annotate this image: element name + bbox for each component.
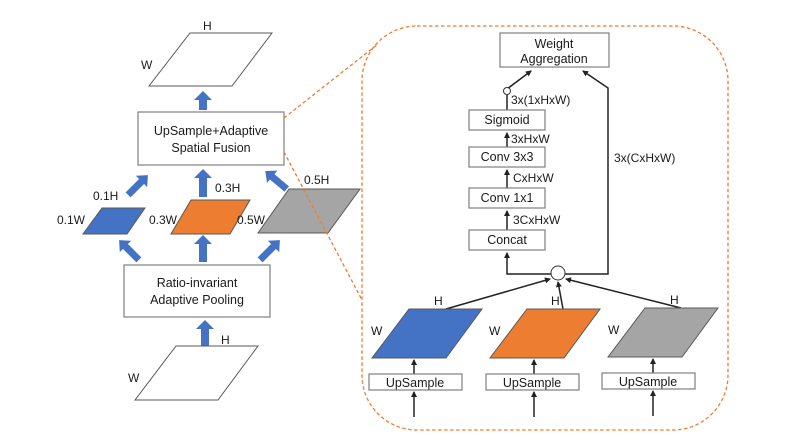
detail-panel: Weight Aggregation 3x(1xHxW) Sigmoid 3xH… (368, 32, 719, 417)
conv1x1-box (468, 187, 546, 209)
branch-feature-map-orange (488, 308, 601, 359)
skip-connection-label: 3x(CxHxW) (614, 151, 675, 165)
ratio-invariant-adaptive-pooling-box (123, 264, 271, 318)
conv1-out-label: CxHxW (513, 171, 554, 185)
weight-aggregation-box (499, 32, 610, 68)
concat-box (468, 229, 546, 251)
conv1x1-label: Conv 1x1 (481, 191, 534, 205)
conv3x3-label: Conv 3x3 (481, 150, 534, 164)
scaled-map-0.3-w-label: 0.3W (149, 213, 178, 227)
output-map-w-label: W (141, 58, 153, 72)
sigmoid-out-label: 3x(1xHxW) (511, 93, 570, 107)
output-feature-map (147, 32, 274, 87)
upsample-box-gray (601, 372, 696, 390)
scaled-map-0.5 (257, 188, 361, 234)
block-arrow-up-icon (196, 320, 214, 346)
block-arrow-up-icon (194, 169, 212, 197)
branch-gray-h-label: H (670, 293, 679, 307)
upsample-box-blue (368, 373, 463, 391)
output-map-h-label: H (203, 19, 212, 33)
concat-label: Concat (487, 233, 527, 247)
branch-orange-w-label: W (489, 324, 501, 338)
block-arrow-up-icon (194, 91, 212, 110)
scaled-map-0.1 (82, 207, 146, 235)
scaled-map-0.5-h-label: 0.5H (304, 173, 329, 187)
block-arrow-diagonal-icon (265, 170, 289, 192)
sigmoid-box (468, 109, 546, 131)
block-arrow-diagonal-icon (125, 175, 148, 198)
concat-out-label: 3CxHxW (513, 213, 561, 227)
scaled-map-0.1-h-label: 0.1H (93, 189, 118, 203)
upsample-orange-label: UpSample (503, 376, 561, 390)
conv3x3-box (468, 146, 546, 168)
scaled-map-0.3 (170, 199, 251, 235)
fusion-box-line1: UpSample+Adaptive (154, 124, 268, 138)
left-pipeline: H W UpSample+Adaptive Spatial Fusion 0.1… (57, 19, 361, 401)
scaled-map-0.3-h-label: 0.3H (215, 181, 240, 195)
branch-feature-map-blue (370, 308, 483, 359)
input-map-w-label: W (128, 371, 140, 385)
branch-feature-map-gray (606, 307, 719, 358)
sigmoid-label: Sigmoid (484, 113, 529, 127)
scaled-map-0.5-w-label: 0.5W (237, 213, 266, 227)
multiply-node (503, 87, 511, 95)
pooling-box-line2: Adaptive Pooling (150, 293, 244, 307)
fusion-box-line2: Spatial Fusion (171, 141, 250, 155)
branch-blue-w-label: W (371, 324, 383, 338)
input-feature-map (133, 345, 259, 401)
block-arrow-diagonal-icon (257, 240, 280, 263)
pooling-box-line1: Ratio-invariant (157, 276, 238, 290)
junction-node (550, 265, 566, 281)
weight-aggregation-line2: Aggregation (520, 52, 587, 66)
branch-blue-h-label: H (434, 294, 443, 308)
conv3-out-label: 3xHxW (511, 132, 550, 146)
block-arrow-up-icon (194, 235, 212, 262)
upsample-box-orange (485, 373, 580, 391)
weight-aggregation-line1: Weight (535, 37, 574, 51)
block-arrow-diagonal-icon (119, 240, 142, 263)
upsample-gray-label: UpSample (619, 375, 677, 389)
scaled-map-0.1-w-label: 0.1W (57, 213, 86, 227)
branch-gray-w-label: W (608, 323, 620, 337)
branch-orange-h-label: H (551, 294, 560, 308)
zoom-detail-panel-outline (361, 25, 729, 431)
upsample-adaptive-spatial-fusion-box (137, 111, 285, 166)
input-map-h-label: H (221, 333, 230, 347)
zoom-callout (283, 25, 729, 431)
upsample-blue-label: UpSample (386, 376, 444, 390)
